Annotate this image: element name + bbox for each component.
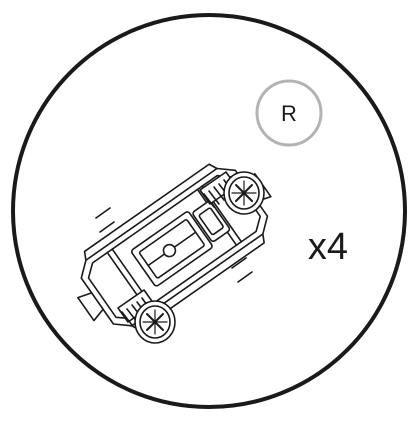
plate-body — [77, 163, 272, 331]
quantity-label: x4 — [308, 226, 348, 268]
badge-ring — [255, 79, 323, 147]
phillips-screw-icon — [117, 289, 176, 344]
phillips-screw-icon — [199, 171, 265, 215]
badge-letter: R — [281, 101, 297, 126]
part-reference-badge: R — [255, 79, 323, 147]
plate-contour — [95, 207, 253, 283]
mounting-plate-hardware-icon — [77, 163, 272, 344]
